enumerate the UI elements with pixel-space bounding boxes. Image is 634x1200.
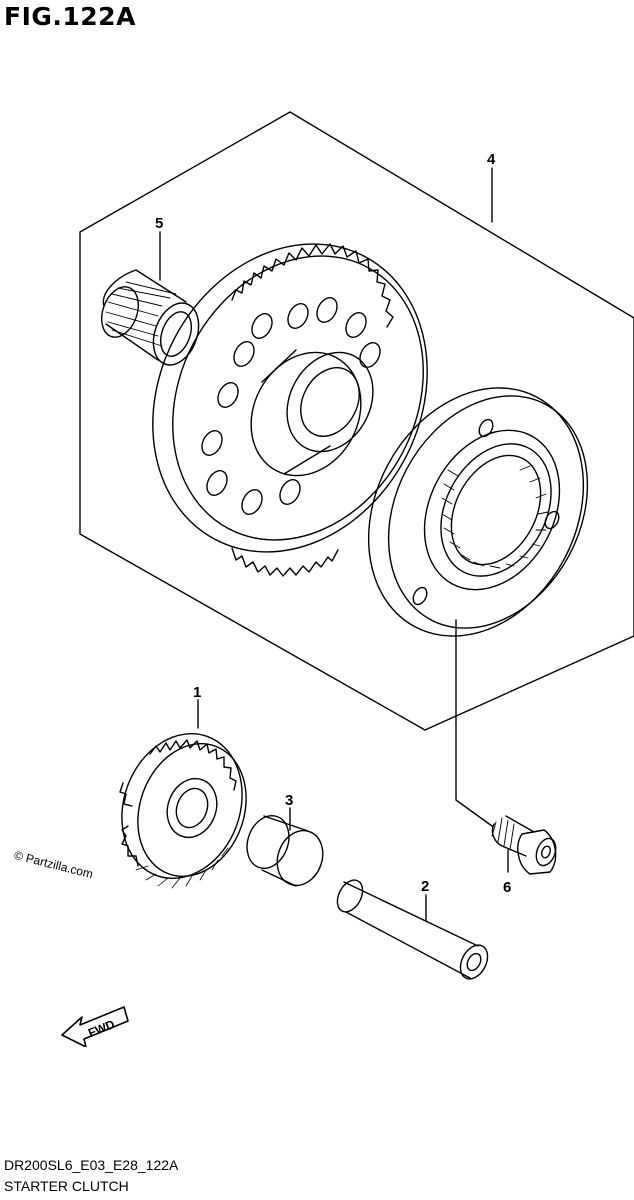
bolt (491, 815, 557, 875)
figure-title: FIG.122A (4, 2, 136, 31)
callout-6: 6 (503, 879, 511, 896)
callout-2: 2 (421, 878, 429, 895)
needle-bearing (101, 269, 200, 366)
shaft (336, 879, 489, 980)
fwd-arrow-icon: FWD (61, 1006, 129, 1047)
idle-gear (119, 732, 247, 889)
callout-5: 5 (155, 215, 163, 232)
callout-4: 4 (487, 151, 496, 168)
callout-1: 1 (193, 684, 201, 701)
starter-gear (152, 243, 428, 577)
one-way-clutch (367, 387, 589, 637)
callout-3: 3 (285, 792, 293, 809)
spacer (246, 815, 324, 887)
bolt-leader (455, 619, 493, 827)
figure-caption: STARTER CLUTCH (4, 1178, 129, 1194)
figure-code: DR200SL6_E03_E28_122A (4, 1157, 179, 1173)
assembly-outline (79, 111, 634, 731)
